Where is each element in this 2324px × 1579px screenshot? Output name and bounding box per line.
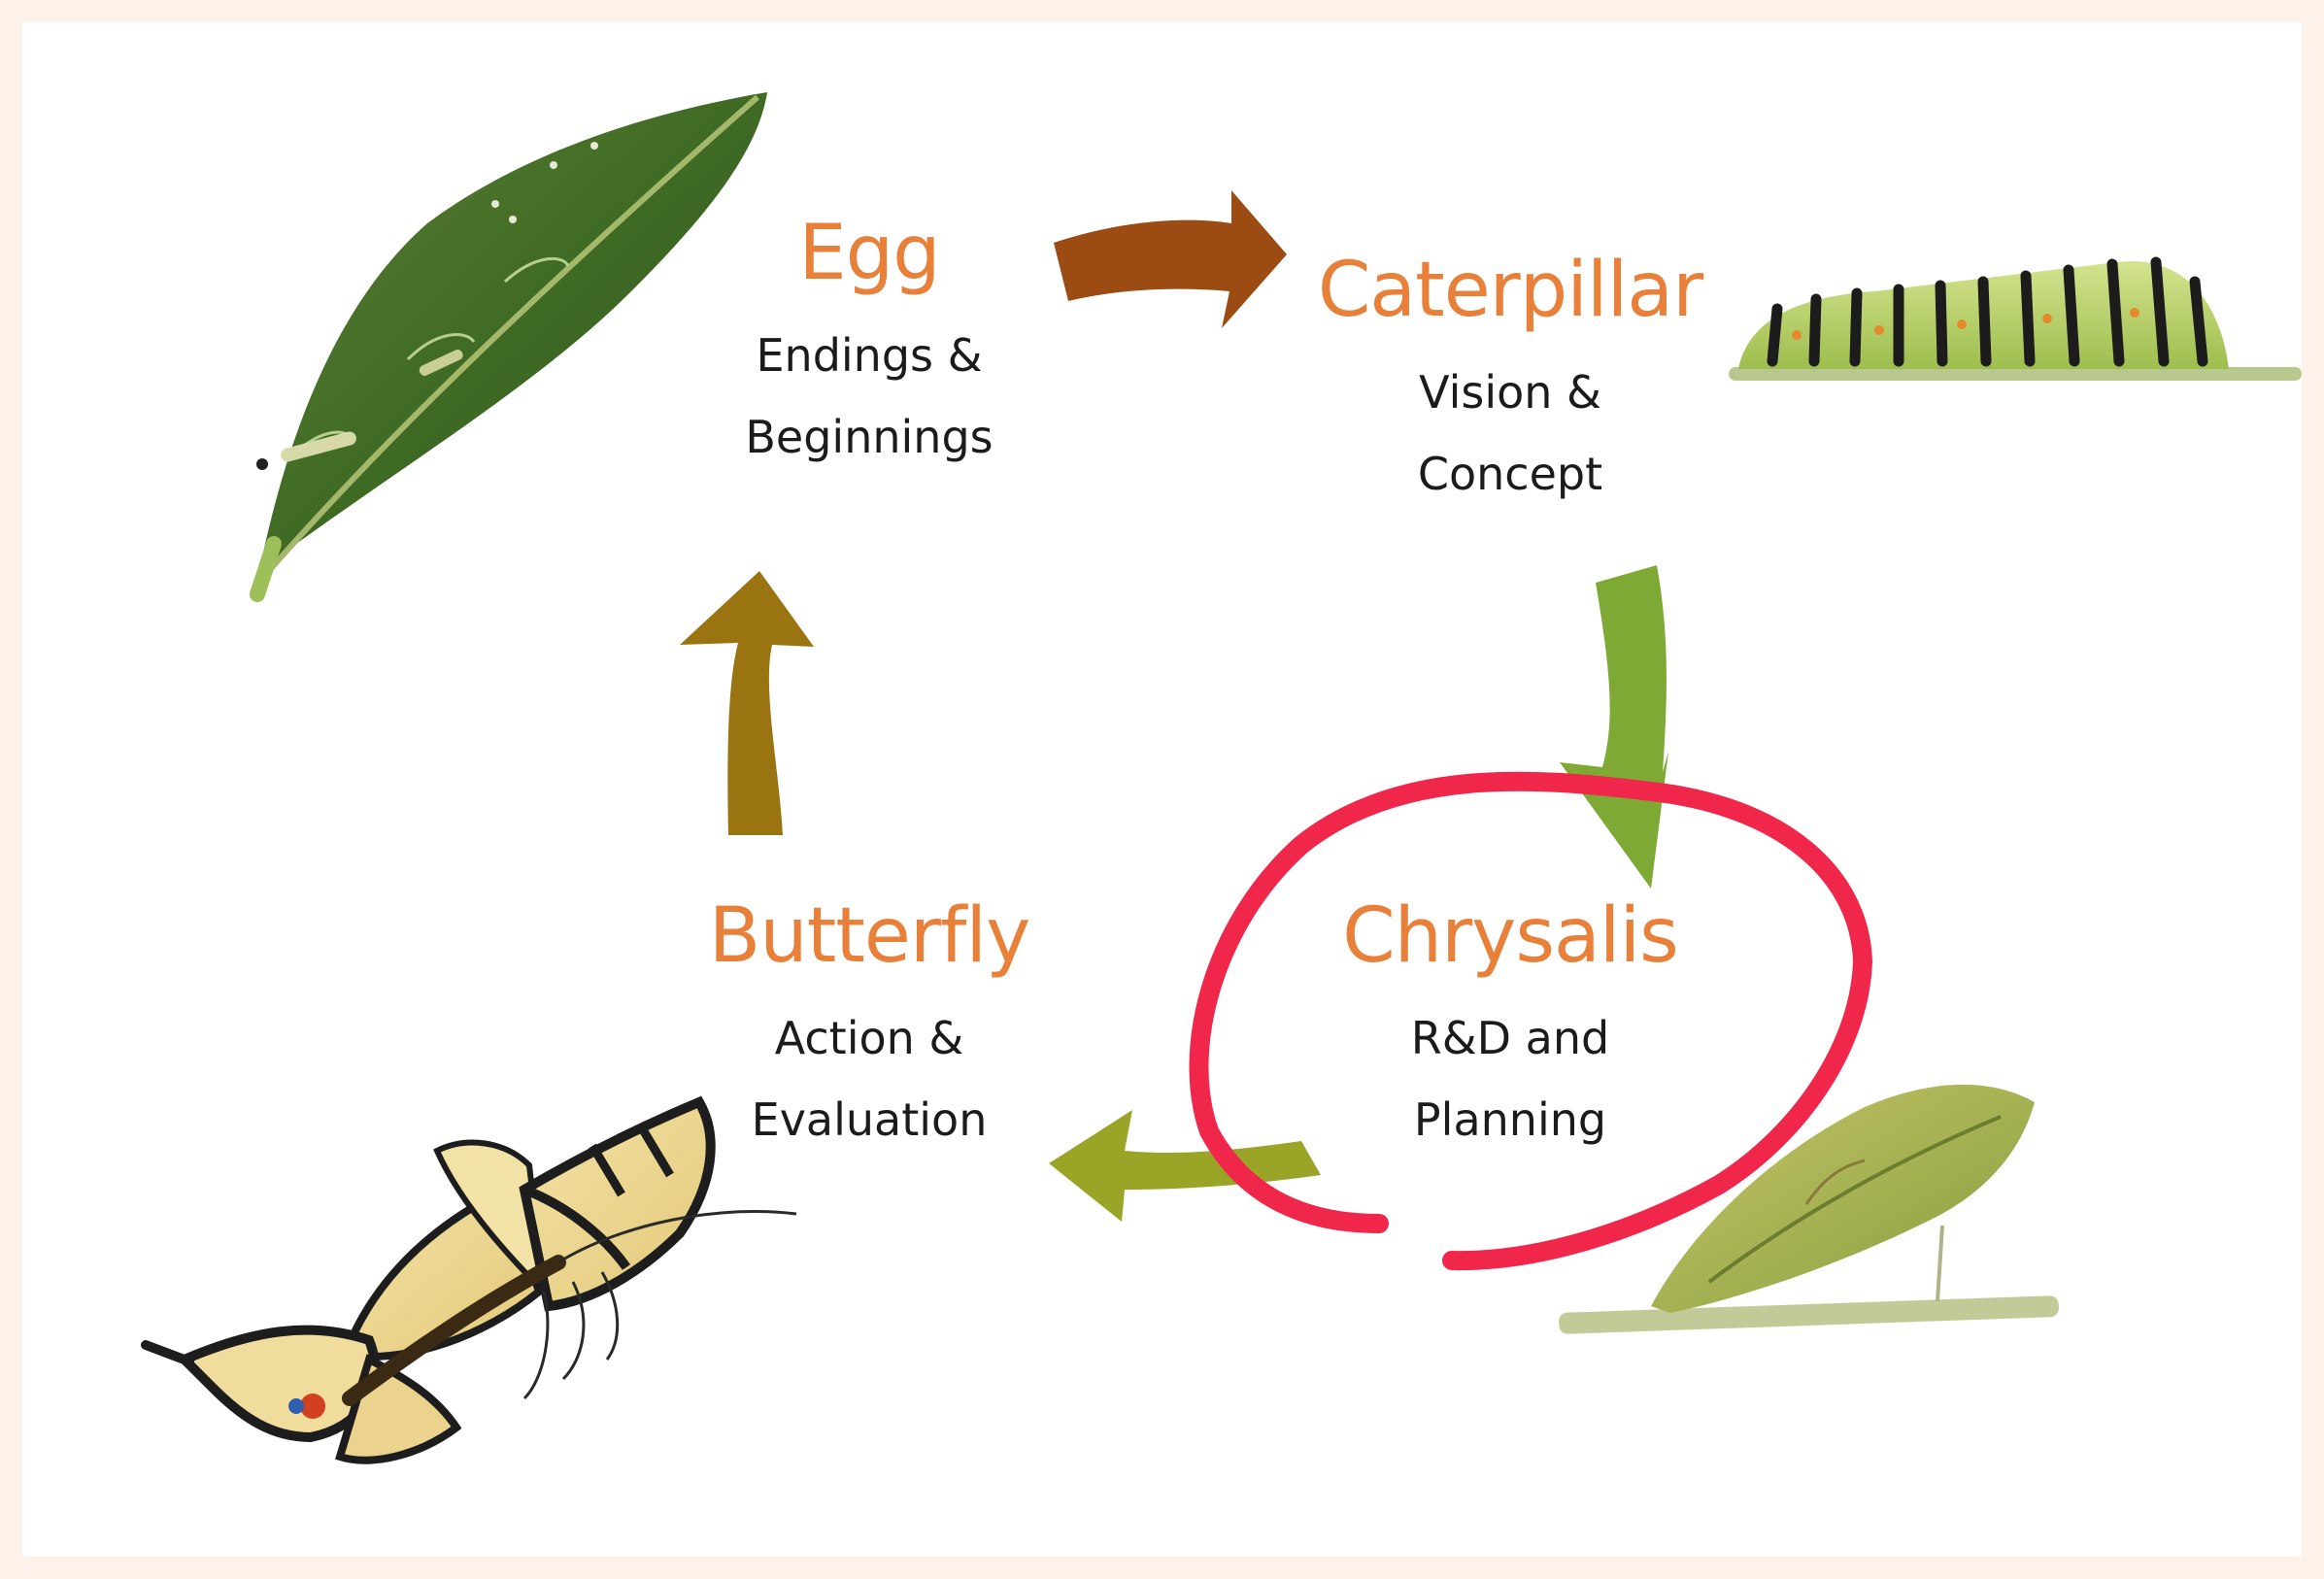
- stage-description: R&D and Planning: [1306, 997, 1714, 1160]
- caterpillar-image: [1729, 261, 2302, 381]
- stage-butterfly: Butterfly Action & Evaluation: [675, 898, 1063, 1160]
- leaf-with-eggs-image: [256, 92, 767, 594]
- stage-description: Action & Evaluation: [675, 997, 1063, 1160]
- stage-line: Endings &: [714, 315, 1025, 396]
- stage-line: Concept: [1287, 433, 1734, 515]
- stage-chrysalis: Chrysalis R&D and Planning: [1306, 898, 1714, 1160]
- stage-line: Evaluation: [675, 1079, 1063, 1160]
- arrow-caterpillar-to-chrysalis: [1560, 565, 1668, 889]
- stage-line: Planning: [1306, 1079, 1714, 1160]
- stage-line: Vision &: [1287, 352, 1734, 433]
- arrow-egg-to-caterpillar: [1054, 190, 1287, 328]
- stage-egg: Egg Endings & Beginnings: [714, 216, 1025, 478]
- stage-title: Butterfly: [675, 898, 1063, 974]
- stage-line: Action &: [675, 997, 1063, 1079]
- stage-description: Vision & Concept: [1287, 352, 1734, 515]
- stage-description: Endings & Beginnings: [714, 315, 1025, 478]
- stage-caterpillar: Caterpillar Vision & Concept: [1287, 252, 1734, 515]
- stage-title: Caterpillar: [1287, 252, 1734, 328]
- stage-title: Chrysalis: [1306, 898, 1714, 974]
- stage-title: Egg: [714, 216, 1025, 291]
- arrow-butterfly-to-egg: [680, 571, 814, 835]
- stage-line: R&D and: [1306, 997, 1714, 1079]
- stage-line: Beginnings: [714, 396, 1025, 478]
